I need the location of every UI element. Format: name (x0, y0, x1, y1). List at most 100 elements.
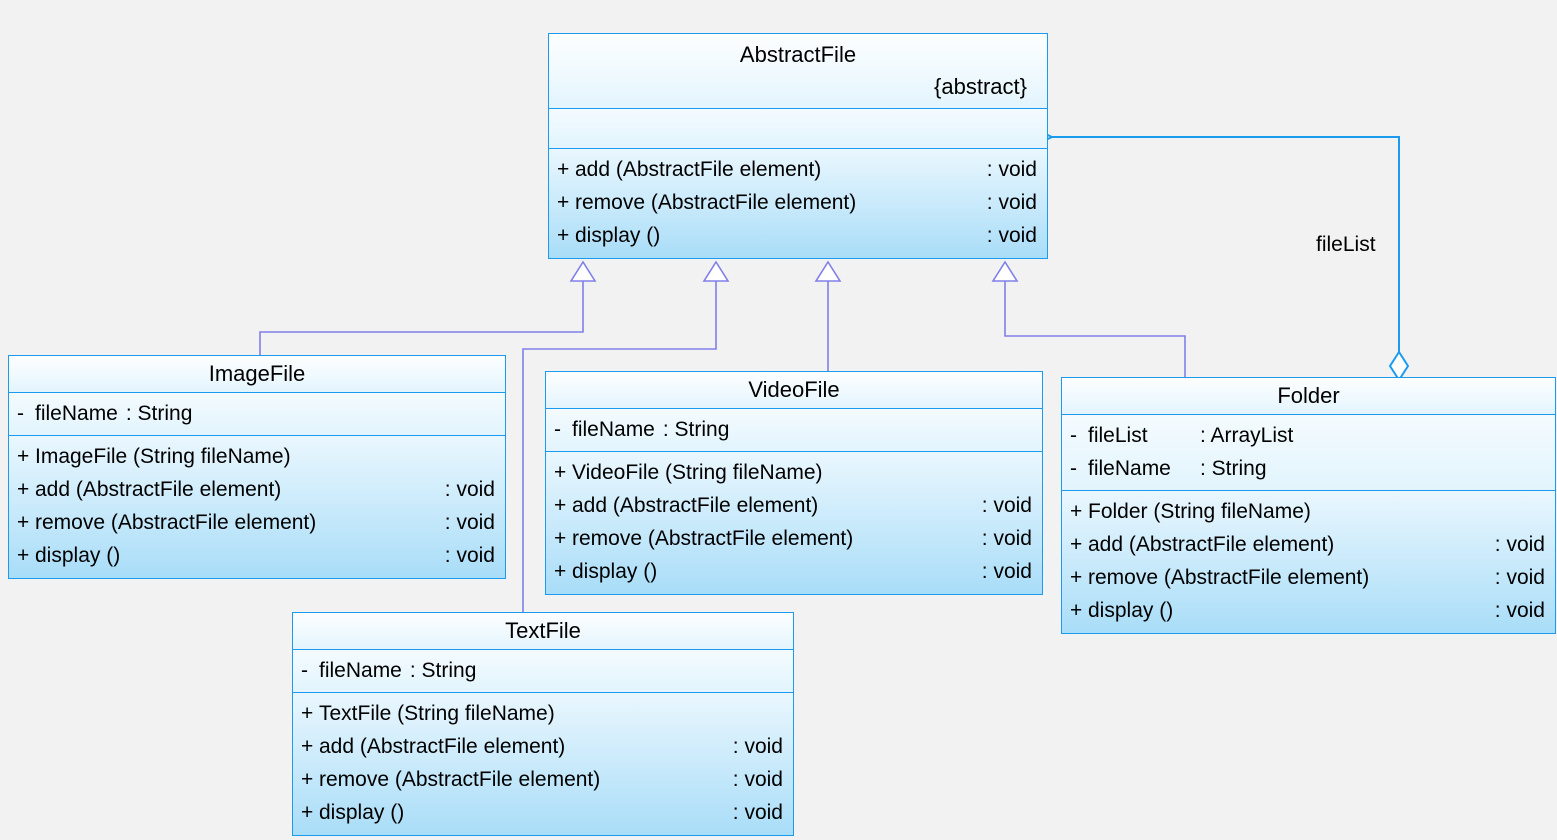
attribute-name: fileName : String (35, 397, 495, 430)
aggregation-role-label: fileList (1316, 233, 1376, 256)
attributes-imagefile: - fileName: String (9, 392, 505, 435)
operation-row: + display () : void (293, 796, 793, 829)
return-type: : void (444, 511, 495, 534)
operation-row: + display () : void (549, 219, 1047, 252)
attribute-row: - fileName: String (1062, 452, 1555, 485)
visibility: + (554, 494, 567, 517)
class-folder[interactable]: Folder - fileList : ArrayList - fileName:… (1061, 377, 1556, 634)
operation-row: + display () : void (9, 539, 505, 572)
signature: add (AbstractFile element) (35, 478, 282, 501)
attr-ident: fileName (35, 402, 118, 425)
visibility: + (554, 560, 567, 583)
operations-textfile: + TextFile (String fileName) + add (Abst… (293, 692, 793, 835)
attribute-name: fileName : String (319, 654, 783, 687)
visibility: - (554, 418, 561, 441)
signature: display () (572, 560, 658, 583)
signature: ImageFile (String fileName) (35, 445, 291, 468)
attr-ident: fileName (319, 659, 402, 682)
operations-videofile: + VideoFile (String fileName) + add (Abs… (546, 451, 1042, 594)
attribute-row: - fileName: String (9, 397, 505, 430)
signature: TextFile (String fileName) (319, 702, 555, 725)
return-type: : void (986, 158, 1037, 181)
return-type: : void (981, 527, 1032, 550)
signature: add (AbstractFile element) (572, 494, 819, 517)
operations-folder: + Folder (String fileName) + add (Abstra… (1062, 490, 1555, 633)
class-title: Folder (1277, 383, 1340, 408)
class-abstractfile[interactable]: AbstractFile {abstract} + add (AbstractF… (548, 33, 1048, 259)
attr-type: : String (409, 659, 477, 682)
signature: remove (AbstractFile element) (35, 511, 317, 534)
operation-row: + remove (AbstractFile element) : void (293, 763, 793, 796)
inheritance-imagefile (259, 260, 597, 355)
attribute-name: fileName: String (572, 413, 1032, 446)
operation-row: + add (AbstractFile element) : void (549, 153, 1047, 186)
signature: remove (AbstractFile element) (1088, 566, 1370, 589)
operation-row: + display () : void (546, 555, 1042, 588)
operation-row: + add (AbstractFile element) : void (1062, 528, 1555, 561)
aggregation-folder-abstractfile (1052, 137, 1410, 382)
class-name-videofile: VideoFile (546, 372, 1042, 408)
attr-type: : ArrayList (1200, 424, 1294, 447)
return-type: : void (1494, 566, 1545, 589)
operation-row: + VideoFile (String fileName) (546, 456, 1042, 489)
attribute-row: - fileName: String (546, 413, 1042, 446)
inheritance-folder (991, 260, 1186, 377)
signature: Folder (String fileName) (1088, 500, 1311, 523)
class-title: VideoFile (748, 377, 840, 402)
visibility: + (557, 158, 570, 181)
return-type: : void (1494, 599, 1545, 622)
class-textfile[interactable]: TextFile - fileName : String + TextFile (… (292, 612, 794, 836)
class-title: AbstractFile (739, 42, 857, 67)
visibility: - (1070, 457, 1077, 480)
signature: add (AbstractFile element) (1088, 533, 1335, 556)
operation-row: + add (AbstractFile element) : void (546, 489, 1042, 522)
class-videofile[interactable]: VideoFile - fileName: String + VideoFile… (545, 371, 1043, 595)
return-type: : void (1494, 533, 1545, 556)
attr-ident: fileName (1088, 457, 1171, 480)
operation-row: + TextFile (String fileName) (293, 697, 793, 730)
visibility: + (1070, 533, 1083, 556)
signature: display () (319, 801, 405, 824)
return-type: : void (444, 478, 495, 501)
signature: VideoFile (String fileName) (572, 461, 823, 484)
visibility: + (1070, 599, 1083, 622)
attributes-abstractfile (549, 108, 1047, 148)
operation-row: + remove (AbstractFile element) : void (549, 186, 1047, 219)
visibility: + (301, 702, 314, 725)
visibility: + (554, 527, 567, 550)
operations-imagefile: + ImageFile (String fileName) + add (Abs… (9, 435, 505, 578)
attributes-videofile: - fileName: String (546, 408, 1042, 451)
attributes-folder: - fileList : ArrayList - fileName: String (1062, 414, 1555, 490)
operations-abstractfile: + add (AbstractFile element) : void + re… (549, 148, 1047, 258)
attribute-row: - fileName : String (293, 654, 793, 687)
class-imagefile[interactable]: ImageFile - fileName: String + ImageFile… (8, 355, 506, 579)
operation-row: + ImageFile (String fileName) (9, 440, 505, 473)
return-type: : void (981, 494, 1032, 517)
visibility: + (17, 544, 30, 567)
visibility: - (301, 659, 308, 682)
visibility: + (554, 461, 567, 484)
operation-row: + add (AbstractFile element) : void (9, 473, 505, 506)
class-title: TextFile (505, 618, 581, 643)
attr-ident: fileList (1088, 424, 1148, 447)
signature: add (AbstractFile element) (319, 735, 566, 758)
operation-row: + add (AbstractFile element) : void (293, 730, 793, 763)
return-type: : void (986, 224, 1037, 247)
visibility: + (301, 768, 314, 791)
return-type: : void (981, 560, 1032, 583)
visibility: + (17, 478, 30, 501)
signature: display () (35, 544, 121, 567)
attributes-textfile: - fileName : String (293, 649, 793, 692)
abstract-stereotype: {abstract} (934, 74, 1027, 99)
attribute-row: - fileList: ArrayList (1062, 419, 1555, 452)
return-type: : void (732, 768, 783, 791)
visibility: + (557, 191, 570, 214)
attribute-name: fileName: String (1088, 452, 1545, 485)
class-name-imagefile: ImageFile (9, 356, 505, 392)
attr-type: : String (125, 402, 193, 425)
return-type: : void (986, 191, 1037, 214)
inheritance-videofile (814, 260, 842, 371)
return-type: : void (444, 544, 495, 567)
visibility: + (301, 735, 314, 758)
operation-row: + remove (AbstractFile element) : void (546, 522, 1042, 555)
